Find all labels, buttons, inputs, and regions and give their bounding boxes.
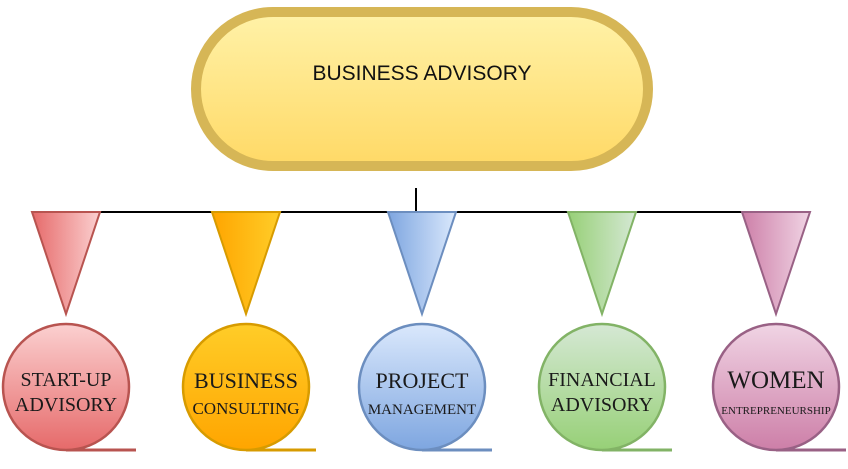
branch-node-2[interactable]: BUSINESS CONSULTING — [181, 211, 316, 452]
branch-node-3[interactable]: PROJECT MANAGEMENT — [357, 211, 492, 452]
branch-label-line-1: PROJECT — [376, 368, 469, 393]
root-node-shape — [191, 7, 653, 171]
connectors — [66, 188, 776, 213]
branch-funnel-shape — [210, 211, 282, 318]
branch-label-line-2: MANAGEMENT — [368, 402, 476, 418]
root-node-label: BUSINESS ADVISORY — [312, 62, 531, 85]
branch-label-line-2: CONSULTING — [192, 399, 299, 418]
branch-label-line-1: FINANCIAL — [548, 369, 656, 391]
branch-node-1[interactable]: START-UP ADVISORY — [1, 211, 136, 452]
branch-nodes: START-UP ADVISORY BUSINESS CONSULTING PROJEC… — [1, 211, 846, 452]
branch-label-line-2: ADVISORY — [15, 394, 117, 416]
branch-circle-shape — [181, 322, 311, 452]
branch-funnel-shape — [566, 211, 638, 318]
branch-label-line-1: BUSINESS — [194, 368, 298, 393]
branch-label-line-1: START-UP — [21, 369, 112, 391]
branch-label-line-1: WOMEN — [727, 367, 824, 394]
root-node[interactable]: BUSINESS ADVISORY — [191, 7, 653, 171]
branch-funnel-shape — [740, 211, 812, 318]
branch-label-line-2: ENTREPRENEURSHIP — [721, 405, 830, 417]
branch-node-4[interactable]: FINANCIAL ADVISORY — [537, 211, 672, 452]
branch-funnel-shape — [386, 211, 458, 318]
branch-circle-shape — [537, 322, 667, 452]
branch-circle-shape — [1, 322, 131, 452]
branch-circle-shape — [711, 322, 841, 452]
branch-circle-shape — [357, 322, 487, 452]
branch-node-5[interactable]: WOMEN ENTREPRENEURSHIP — [711, 211, 846, 452]
branch-funnel-shape — [30, 211, 102, 318]
branch-label-line-2: ADVISORY — [551, 394, 653, 416]
